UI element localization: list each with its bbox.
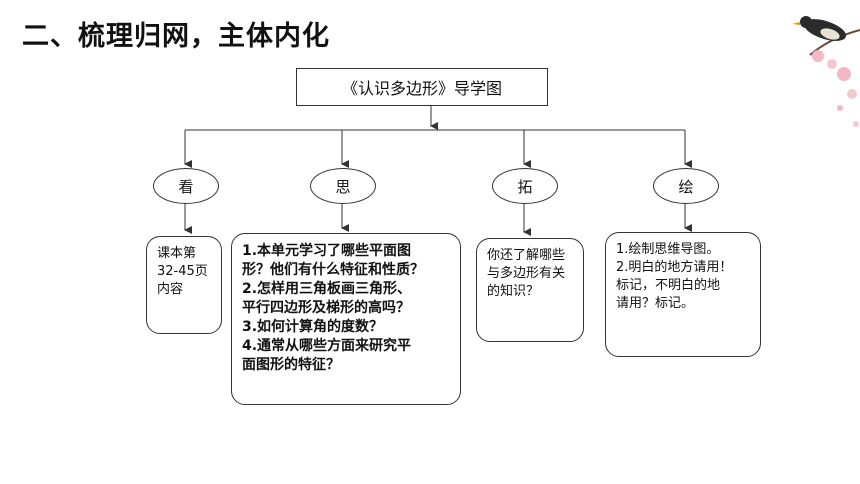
content-line: 形？他们有什么特征和性质？ <box>242 262 424 278</box>
content-line: 的知识？ <box>487 284 540 299</box>
root-node: 《认识多边形》导学图 <box>296 68 548 106</box>
content-line: 标记，不明白的地 <box>616 278 721 293</box>
content-box-think: 1.本单元学习了哪些平面图 形？他们有什么特征和性质？ 2.怎样用三角板画三角形… <box>231 233 461 405</box>
content-line: 课本第 <box>157 246 197 261</box>
content-line: 请用？标记。 <box>616 296 695 311</box>
content-line: 4.通常从哪些方面来研究平 <box>242 338 412 354</box>
content-line: 2.明白的地方请用！ <box>616 260 733 275</box>
content-line: 平行四边形及梯形的高吗？ <box>242 300 410 316</box>
content-box-extend: 你还了解哪些 与多边形有关 的知识？ <box>476 238 584 342</box>
content-line: 32-45页 <box>157 264 208 279</box>
branch-node-look: 看 <box>153 168 219 204</box>
page-title: 二、梳理归网，主体内化 <box>22 21 330 52</box>
bird-blossom-decoration <box>792 16 860 127</box>
content-line: 1.绘制思维导图。 <box>616 242 720 257</box>
branch-node-draw: 绘 <box>653 168 719 204</box>
content-line: 1.本单元学习了哪些平面图 <box>242 243 412 259</box>
content-box-look: 课本第 32-45页 内容 <box>146 236 222 334</box>
content-line: 内容 <box>157 282 184 297</box>
content-line: 你还了解哪些 <box>487 248 566 263</box>
content-box-draw: 1.绘制思维导图。 2.明白的地方请用！ 标记，不明白的地 请用？标记。 <box>605 232 761 357</box>
content-line: 3.如何计算角的度数？ <box>242 319 384 335</box>
content-line: 与多边形有关 <box>487 266 566 281</box>
branch-node-extend: 拓 <box>492 168 558 204</box>
branch-node-think: 思 <box>310 168 376 204</box>
content-line: 2.怎样用三角板画三角形、 <box>242 281 412 297</box>
content-line: 面图形的特征？ <box>242 357 340 373</box>
